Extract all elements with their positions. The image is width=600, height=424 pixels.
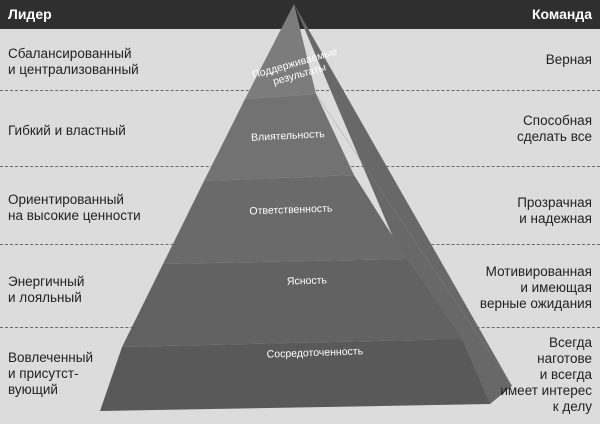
- leader-trait-4: Энергичный и лояльный: [8, 274, 84, 306]
- leader-trait-line: вующий: [8, 382, 58, 397]
- team-trait-line: Всегда: [549, 335, 592, 350]
- team-trait-4: Мотивированная и имеющая верные ожидания: [480, 264, 592, 312]
- pyramid-level-2: [204, 94, 354, 181]
- pyramid-level-1: [245, 4, 316, 99]
- team-trait-line: имеет интерес: [500, 383, 592, 398]
- leader-trait-line: и присутст-: [8, 366, 79, 381]
- team-trait-1: Верная: [546, 52, 592, 68]
- pyramid-level-3-label: Ответственность: [249, 203, 333, 218]
- team-trait-line: Прозрачная: [517, 195, 592, 210]
- team-trait-line: и имеющая: [520, 280, 592, 295]
- leader-trait-2: Гибкий и властный: [8, 123, 126, 139]
- leader-trait-line: Вовлеченный: [8, 350, 94, 365]
- pyramid-level-5-label: Сосредоточенность: [266, 345, 363, 360]
- team-column-title: Команда: [532, 6, 592, 22]
- leader-trait-line: и централизованный: [8, 62, 139, 77]
- header-bar: Лидер Команда: [0, 0, 600, 29]
- pyramid-level-2-label: Влиятельность: [251, 128, 326, 144]
- team-trait-line: Верная: [545, 52, 592, 67]
- team-trait-line: верные ожидания: [479, 296, 592, 311]
- pyramid-side-face: [294, 4, 512, 404]
- team-trait-3: Прозрачная и надежная: [517, 195, 592, 227]
- leader-trait-line: Энергичный: [8, 274, 85, 289]
- pyramid-level-4-label: Ясность: [287, 274, 328, 287]
- team-trait-line: и всегда: [539, 367, 592, 382]
- leader-trait-line: Сбалансированный: [8, 46, 132, 61]
- pyramid-level-3: [163, 175, 407, 264]
- pyramid-level-4: [122, 259, 462, 347]
- team-trait-5: Всегда наготове и всегда имеет интерес к…: [500, 335, 592, 415]
- team-trait-2: Способная сделать все: [517, 113, 592, 145]
- team-trait-line: и надежная: [519, 211, 592, 226]
- team-trait-line: к делу: [552, 399, 592, 414]
- pyramid-level-5: [100, 339, 490, 411]
- leader-trait-line: на высокие ценности: [8, 208, 141, 223]
- leader-trait-5: Вовлеченный и присутст- вующий: [8, 350, 93, 398]
- leader-trait-line: Ориентированный: [8, 192, 124, 207]
- leader-column-title: Лидер: [8, 6, 52, 22]
- team-trait-line: сделать все: [516, 129, 592, 144]
- team-trait-line: Мотивированная: [485, 264, 592, 279]
- leader-trait-1: Сбалансированный и централизованный: [8, 46, 139, 78]
- leader-trait-line: Гибкий и властный: [8, 123, 126, 138]
- leader-trait-3: Ориентированный на высокие ценности: [8, 192, 141, 224]
- team-trait-line: наготове: [537, 351, 592, 366]
- team-trait-line: Способная: [523, 113, 592, 128]
- leader-trait-line: и лояльный: [8, 290, 82, 305]
